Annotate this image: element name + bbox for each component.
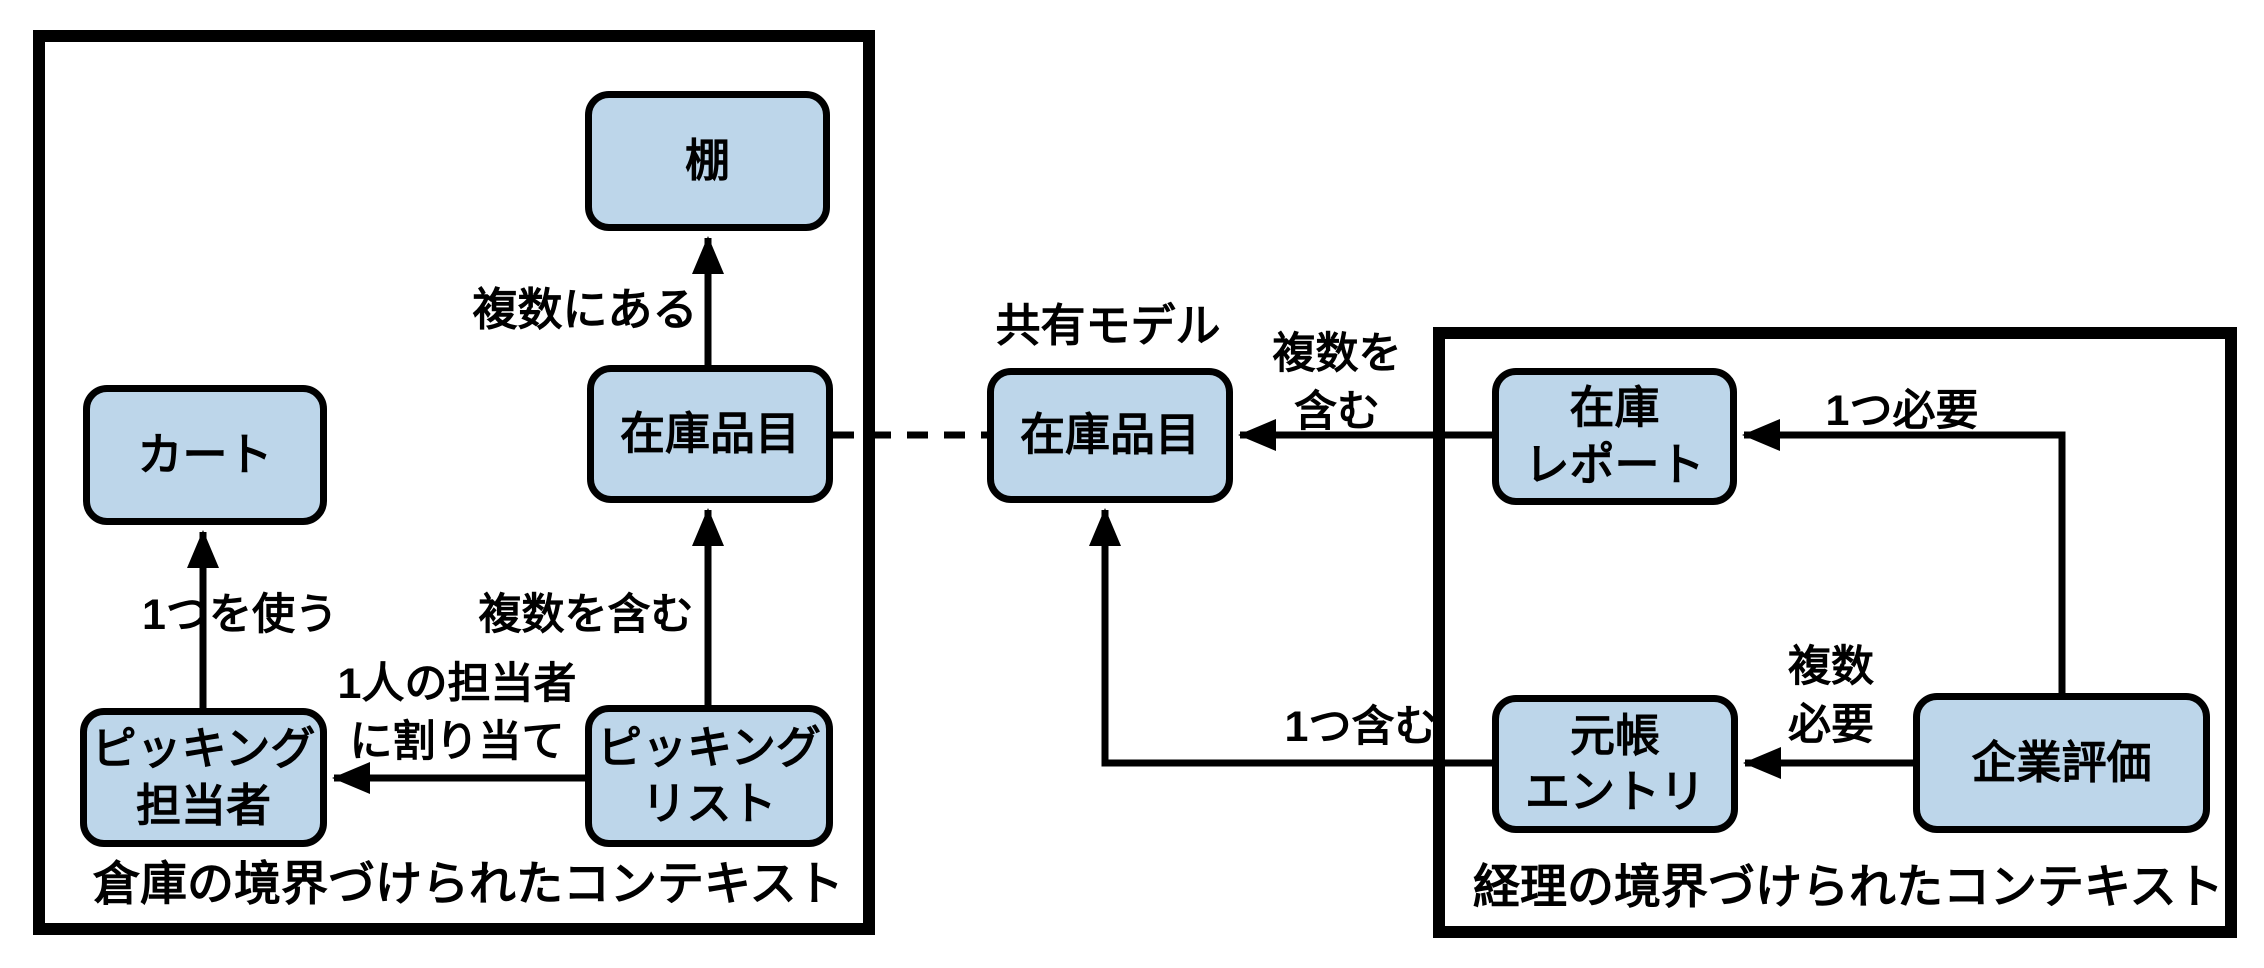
node-cart: カート [83,385,327,525]
node-cart-label: カート [137,428,273,480]
node-company-valuation-label: 企業評価 [1971,736,2152,788]
edge-label-needs-one: 1つ必要 [1825,387,1979,435]
node-inventory-report-label: 在庫 レポート [1524,382,1705,490]
node-picker-label: ピッキング 担当者 [91,723,316,831]
node-inventory-item-warehouse: 在庫品目 [587,365,833,503]
node-picker: ピッキング 担当者 [80,708,327,847]
node-company-valuation: 企業評価 [1913,693,2210,833]
accounting-context-box: 経理の境界づけられたコンテキスト [1433,327,2237,938]
edge-label-needs-multiple: 複数 必要 [1788,643,1874,750]
edge-label-uses-one: 1つを使う [142,591,338,639]
accounting-context-label: 経理の境界づけられたコンテキスト [1473,860,2224,913]
node-ledger-entry-label: 元帳 エントリ [1524,709,1705,817]
node-inventory-item-warehouse-label: 在庫品目 [619,407,800,459]
node-ledger-entry: 元帳 エントリ [1492,695,1738,833]
node-picking-list-label: ピッキング リスト [597,721,821,829]
node-inventory-item-shared: 在庫品目 [987,368,1233,503]
node-picking-list: ピッキング リスト [585,705,833,847]
edge-label-contains-multiple-accounting: 複数を 含む [1272,330,1402,437]
node-inventory-item-shared-label: 在庫品目 [1019,409,1200,461]
shared-model-annotation: 共有モデル [995,300,1221,351]
edge-label-contains-one: 1つ含む [1284,703,1438,751]
warehouse-context-box: 倉庫の境界づけられたコンテキスト [33,30,875,935]
warehouse-context-label: 倉庫の境界づけられたコンテキスト [93,857,844,910]
node-shelf: 棚 [585,91,830,231]
edge-label-assigned-to-one-picker: 1人の担当者 に割り当て [337,660,577,767]
node-shelf-label: 棚 [684,134,730,186]
edge-label-in-multiple: 複数にある [472,284,698,335]
edge-label-contains-multiple-warehouse: 複数を含む [478,591,694,639]
node-inventory-report: 在庫 レポート [1492,368,1737,505]
